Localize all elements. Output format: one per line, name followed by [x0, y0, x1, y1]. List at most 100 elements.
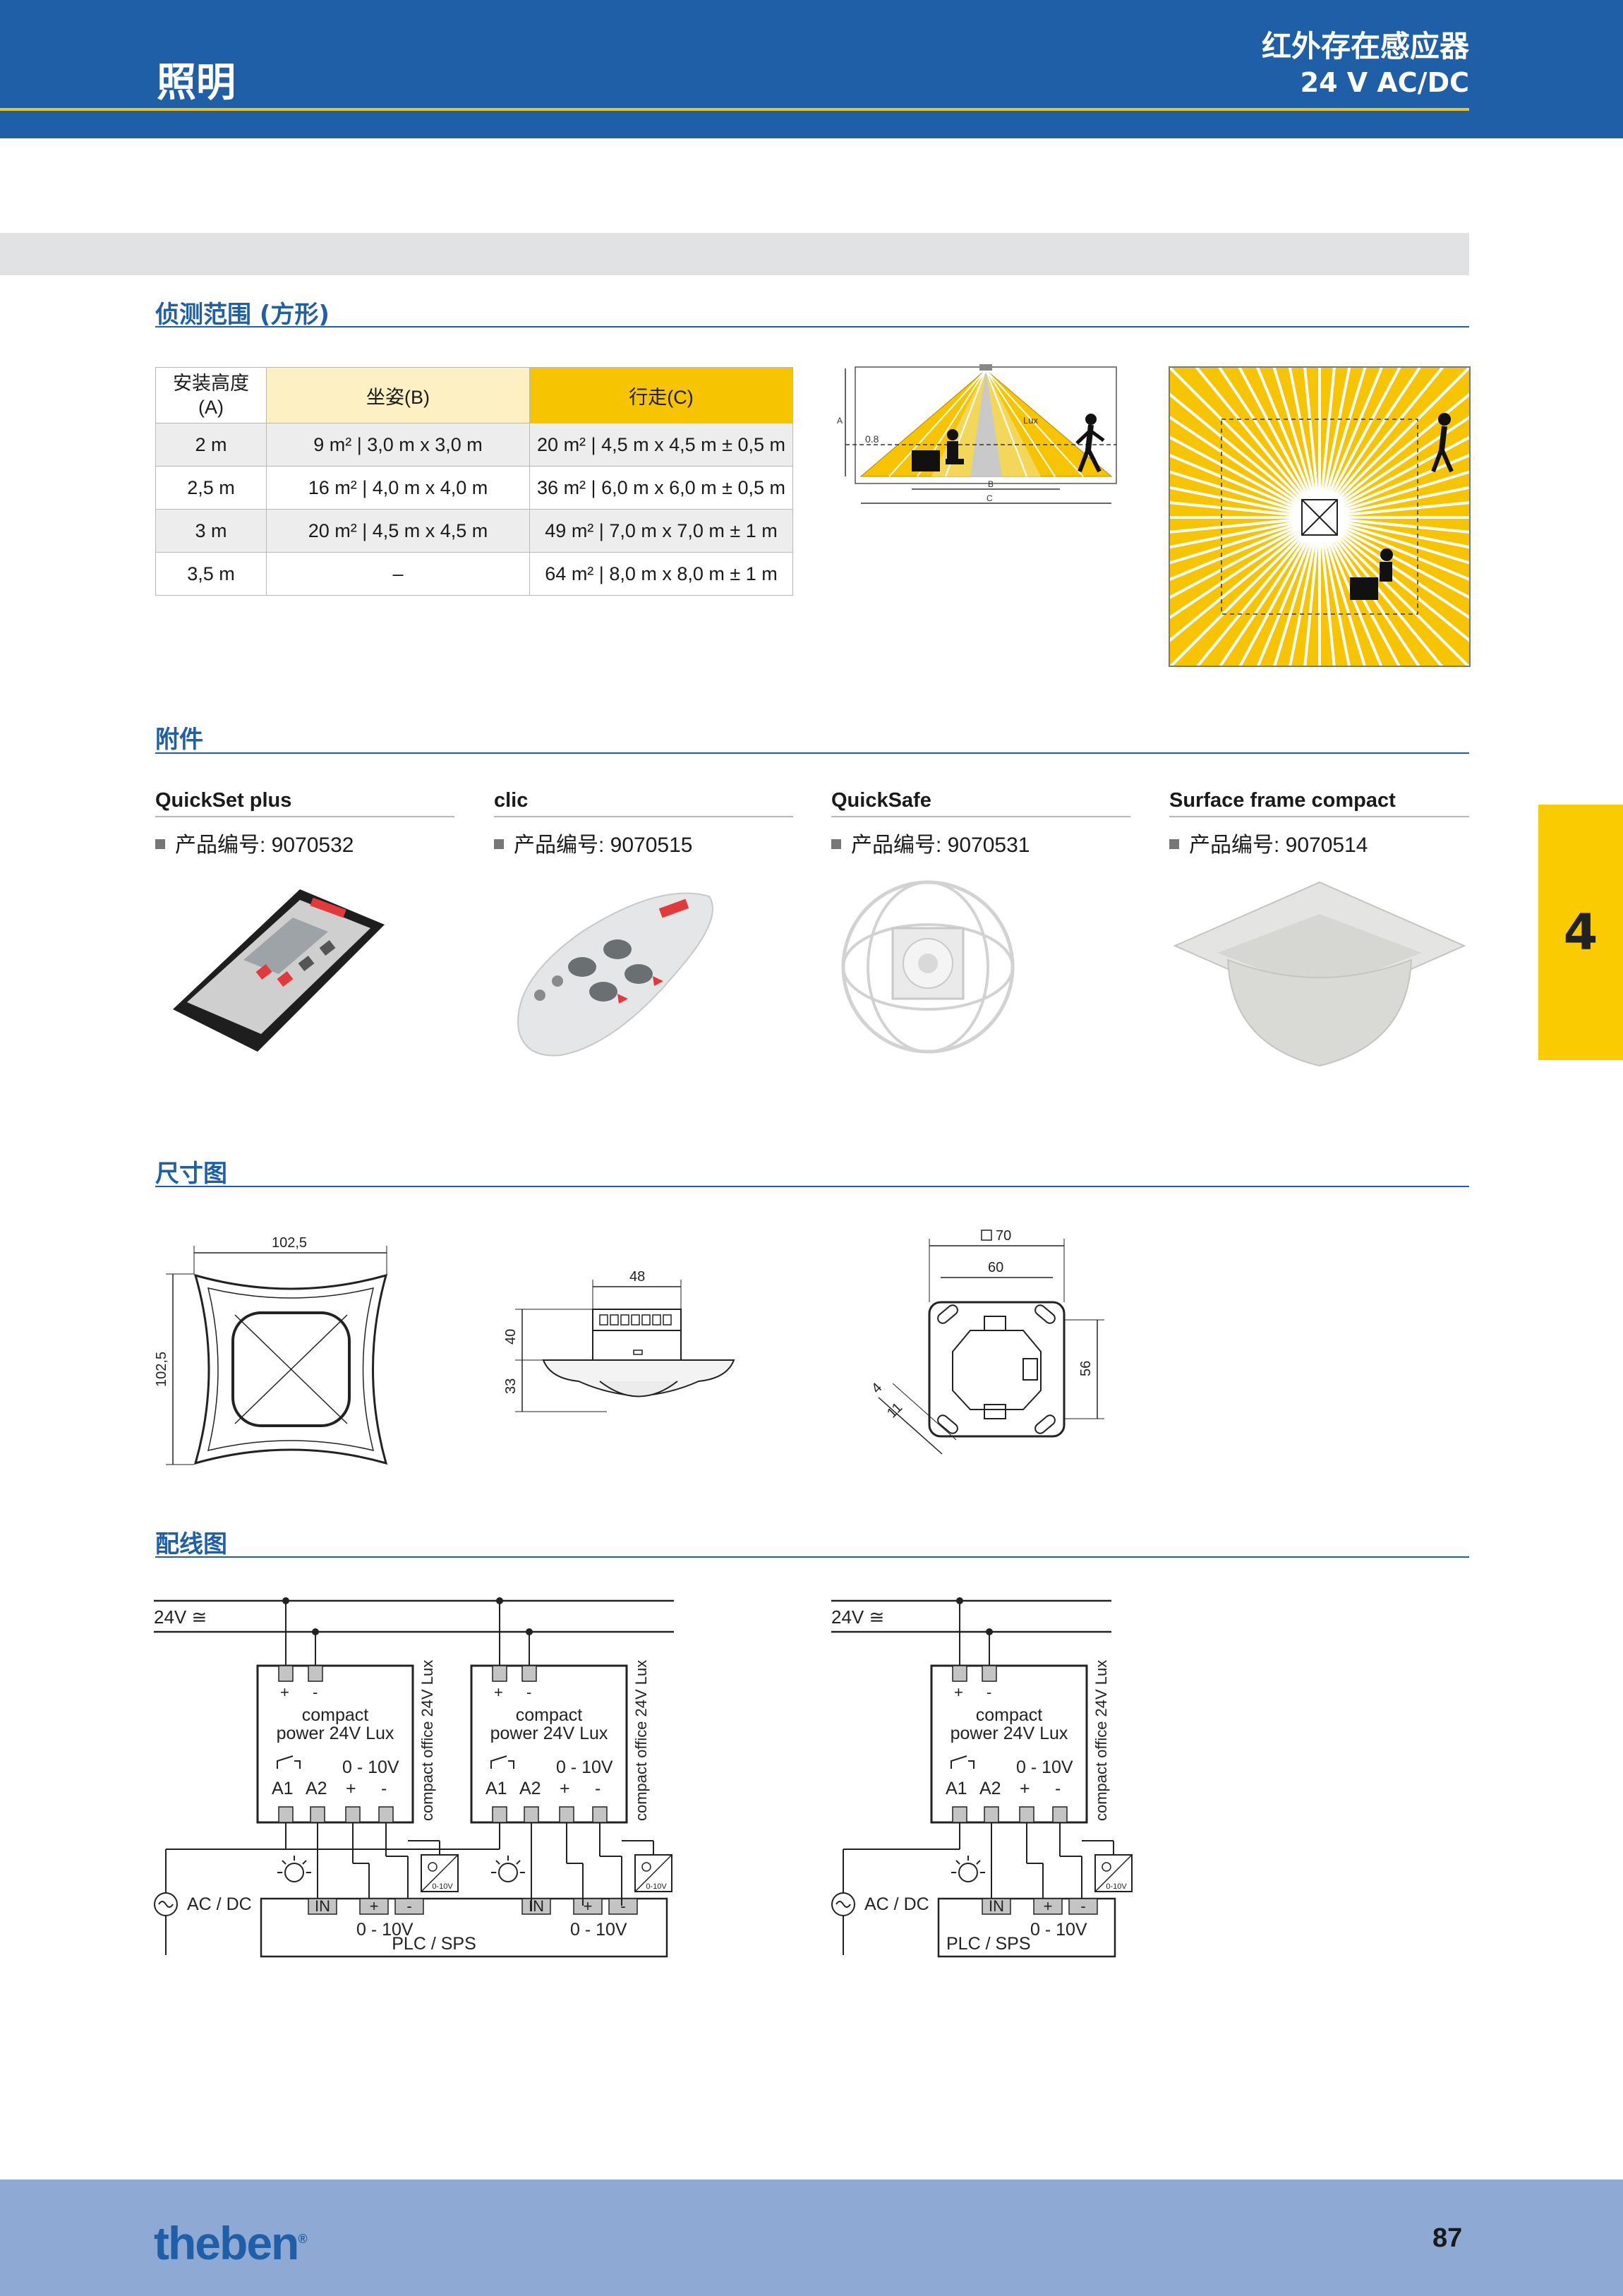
device-side-label: compact office 24V Lux [418, 1660, 436, 1821]
device-box [256, 1664, 414, 1824]
plc-label: PLC / SPS [392, 1934, 476, 1954]
table-header-cell: 坐姿(B) [266, 367, 530, 423]
quicksafe-image [841, 880, 1015, 1054]
accessory-rule [1169, 816, 1469, 817]
detection-range-table: 安装高度 (A) 坐姿(B) 行走(C) 2 m 9 m² | 3,0 m x … [155, 367, 793, 596]
terminal-label: + [494, 1683, 503, 1701]
terminal-label: + [346, 1779, 356, 1798]
device-label: compact [302, 1705, 369, 1725]
table-cell: 2 m [155, 423, 267, 467]
accessory-name: clic [494, 789, 529, 812]
table-header-cell: 行走(C) [529, 367, 793, 423]
terminal-label: A2 [519, 1779, 541, 1798]
accessory-sku: 产品编号: 9070515 [494, 827, 692, 858]
dim-side-width: 48 [629, 1269, 645, 1285]
supply-label: 24V ≅ [154, 1606, 207, 1628]
device-label: compact [976, 1705, 1043, 1725]
header-accent-line [0, 108, 1469, 111]
table-cell: 20 m² | 4,5 m x 4,5 m [266, 509, 530, 553]
terminal-label: A2 [979, 1779, 1001, 1798]
gray-band [0, 233, 1469, 275]
section-title-dimensions: 尺寸图 [155, 1160, 227, 1188]
accessory-name: QuickSafe [831, 789, 931, 812]
accessory-sku: 产品编号: 9070532 [155, 827, 354, 858]
table-cell: 64 m² | 8,0 m x 8,0 m ± 1 m [529, 552, 793, 596]
terminal-label: A1 [485, 1779, 507, 1798]
coverage-top-diagram [1169, 366, 1471, 667]
bullet-square-icon [1169, 839, 1179, 850]
lamp-icon [498, 1863, 518, 1882]
table-cell: 9 m² | 3,0 m x 3,0 m [266, 423, 530, 467]
table-row: 2,5 m 16 m² | 4,0 m x 4,0 m 36 m² | 6,0 … [155, 466, 793, 510]
range-label: 0 - 10V [342, 1757, 399, 1777]
ac-dc-label: AC / DC [187, 1894, 252, 1914]
plc-terminal-label: + [1044, 1897, 1053, 1915]
label-lux: Lux [1023, 415, 1038, 426]
table-header-cell: 安装高度 (A) [155, 367, 267, 423]
terminal-label: + [560, 1779, 570, 1798]
surface-frame-image [1173, 881, 1466, 1067]
dim-base-height: 56 [1078, 1361, 1094, 1376]
dim-top-width: 102,5 [272, 1235, 307, 1251]
label-height: 0.8 [865, 433, 879, 445]
terminal-label: A2 [306, 1779, 327, 1798]
accessory-rule [831, 816, 1130, 817]
section-rule [155, 1186, 1469, 1187]
sensor-badge-label: 0-10V [1106, 1882, 1127, 1891]
plc-terminal-label: - [406, 1897, 411, 1915]
lamp-icon [958, 1863, 978, 1882]
dim-top-height: 102,5 [154, 1352, 169, 1387]
plc-terminal-label: + [370, 1897, 379, 1915]
table-cell: 3,5 m [155, 552, 267, 596]
terminal-label: A1 [272, 1779, 294, 1798]
bullet-square-icon [831, 839, 841, 850]
accessory-name: QuickSet plus [155, 789, 292, 812]
table-row: 2 m 9 m² | 3,0 m x 3,0 m 20 m² | 4,5 m x… [155, 423, 793, 467]
dimension-base-view: 70 60 56 4 11 [869, 1228, 1104, 1455]
device-label: power 24V Lux [951, 1724, 1068, 1743]
device-label: power 24V Lux [490, 1724, 608, 1743]
device-side-label: compact office 24V Lux [1092, 1660, 1110, 1821]
plc-terminal-label: + [584, 1897, 593, 1915]
plc-range-label: 0 - 10V [570, 1920, 627, 1940]
ac-dc-label: AC / DC [864, 1894, 929, 1914]
chapter-tab [1538, 805, 1623, 1060]
label-a: A [837, 416, 843, 426]
table-row: 3 m 20 m² | 4,5 m x 4,5 m 49 m² | 7,0 m … [155, 509, 793, 553]
table-cell: 20 m² | 4,5 m x 4,5 m ± 0,5 m [529, 423, 793, 467]
supply-label: 24V ≅ [831, 1606, 884, 1628]
terminal-label: - [526, 1683, 531, 1701]
chapter-tab-number: 4 [1563, 903, 1598, 961]
terminal-label: - [595, 1779, 601, 1798]
device-label: power 24V Lux [277, 1724, 394, 1743]
coverage-side-diagram: A 0.8 Lux B C [837, 364, 1117, 504]
table-cell: 36 m² | 6,0 m x 6,0 m ± 0,5 m [529, 466, 793, 510]
section-title-wiring: 配线图 [155, 1530, 227, 1558]
dim-side-lower: 33 [503, 1378, 519, 1394]
table-row: 3,5 m – 64 m² | 8,0 m x 8,0 m ± 1 m [155, 552, 793, 596]
section-title-detection: 侦测范围 (方形) [155, 301, 330, 329]
terminal-label: - [987, 1683, 991, 1701]
sensor-badge-label: 0-10V [432, 1882, 453, 1891]
section-rule [155, 752, 1469, 754]
square-symbol-icon [981, 1230, 992, 1241]
clic-remote-image [517, 892, 713, 1057]
accessory-sku: 产品编号: 9070531 [831, 827, 1030, 858]
label-c: C [987, 493, 993, 503]
bullet-square-icon [155, 839, 165, 850]
page-header [0, 0, 1623, 138]
table-header-row: 安装高度 (A) 坐姿(B) 行走(C) [155, 367, 793, 423]
section-rule [155, 1556, 1469, 1558]
section-title-accessories: 附件 [155, 726, 203, 754]
range-label: 0 - 10V [1016, 1757, 1073, 1777]
plc-range-label: 0 - 10V [356, 1920, 414, 1940]
accessory-rule [155, 816, 454, 817]
quickset-plus-image [173, 889, 385, 1052]
dim-base-slot-a: 4 [869, 1380, 885, 1396]
table-cell: 3 m [155, 509, 267, 553]
accessory-name: Surface frame compact [1169, 789, 1396, 812]
plc-label: PLC / SPS [946, 1934, 1031, 1954]
terminal-label: + [954, 1683, 963, 1701]
plc-terminal-label: IN [315, 1897, 330, 1915]
